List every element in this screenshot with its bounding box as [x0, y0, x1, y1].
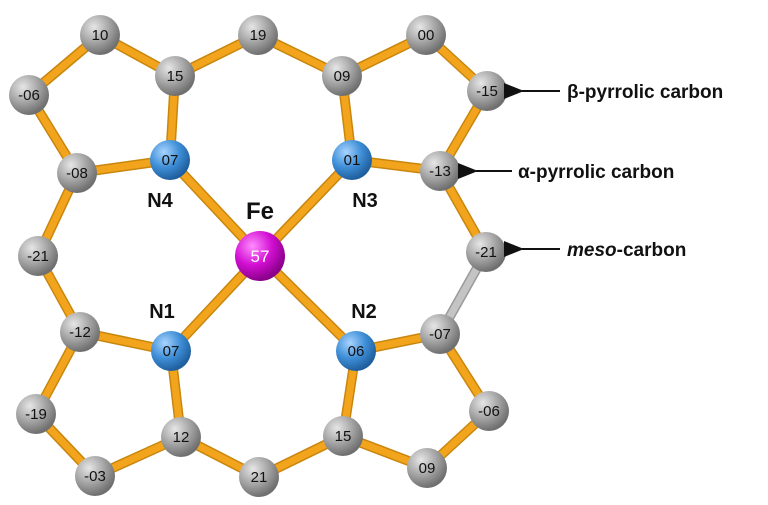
n2-label: N2: [351, 301, 377, 323]
carbon-atom: 09: [407, 448, 447, 488]
carbon-atom: -13: [420, 151, 460, 191]
carbon-atom: 15: [155, 56, 195, 96]
svg-text:15: 15: [167, 68, 184, 85]
svg-text:-06: -06: [18, 87, 40, 104]
svg-text:-21: -21: [475, 244, 497, 261]
svg-text:10: 10: [92, 27, 109, 44]
carbon-atom: -07: [420, 314, 460, 354]
meso-rest-text: -carbon: [617, 240, 687, 261]
carbon-atom: 15: [323, 416, 363, 456]
svg-text:-21: -21: [27, 248, 49, 265]
svg-text:-07: -07: [429, 326, 451, 343]
carbon-atom: 19: [238, 15, 278, 55]
n1-label: N1: [149, 301, 175, 323]
svg-text:-15: -15: [476, 83, 498, 100]
carbon-atom: -21: [18, 236, 58, 276]
carbon-atom: 12: [161, 417, 201, 457]
fe-label: Fe: [246, 198, 274, 225]
svg-text:-19: -19: [25, 406, 47, 423]
carbon-atom: -03: [75, 456, 115, 496]
svg-text:-13: -13: [429, 163, 451, 180]
svg-text:15: 15: [335, 428, 352, 445]
svg-text:07: 07: [162, 152, 179, 169]
meso-italic-text: meso: [567, 240, 617, 261]
svg-text:-03: -03: [84, 468, 106, 485]
svg-text:12: 12: [173, 429, 190, 446]
iron-atom: 57: [235, 231, 285, 281]
alpha-pyrrolic-label: α-pyrrolic carbon: [518, 162, 674, 183]
nitrogen-atom-n1: 07: [151, 331, 191, 371]
carbon-atom: 10: [80, 15, 120, 55]
svg-text:19: 19: [250, 27, 267, 44]
svg-text:09: 09: [334, 68, 351, 85]
svg-text:00: 00: [418, 27, 435, 44]
svg-text:09: 09: [419, 460, 436, 477]
carbon-atom: -06: [469, 391, 509, 431]
atom-layer: 10 19 00 -06 15 09 -15 -08 -13 -21 -21 -…: [9, 15, 509, 497]
beta-pyrrolic-label: β-pyrrolic carbon: [567, 82, 723, 103]
svg-text:01: 01: [344, 152, 361, 169]
svg-text:06: 06: [348, 343, 365, 360]
meso-carbon-label: meso-carbon: [567, 240, 686, 261]
svg-text:21: 21: [251, 469, 268, 486]
svg-text:57: 57: [251, 247, 270, 266]
nitrogen-atom-n4: 07: [150, 140, 190, 180]
carbon-atom: 09: [322, 56, 362, 96]
carbon-atom: -21: [466, 232, 506, 272]
nitrogen-atom-n3: 01: [332, 140, 372, 180]
n3-label: N3: [352, 190, 378, 212]
carbon-atom: -15: [467, 71, 507, 111]
svg-text:07: 07: [163, 343, 180, 360]
carbon-atom: 21: [239, 457, 279, 497]
carbon-atom: -08: [57, 153, 97, 193]
carbon-atom: -12: [60, 312, 100, 352]
nitrogen-atom-n2: 06: [336, 331, 376, 371]
n4-label: N4: [147, 190, 173, 212]
carbon-atom: -06: [9, 75, 49, 115]
carbon-atom: -19: [16, 394, 56, 434]
svg-text:-12: -12: [69, 324, 91, 341]
carbon-atom: 00: [406, 15, 446, 55]
svg-text:-08: -08: [66, 165, 88, 182]
svg-text:-06: -06: [478, 403, 500, 420]
